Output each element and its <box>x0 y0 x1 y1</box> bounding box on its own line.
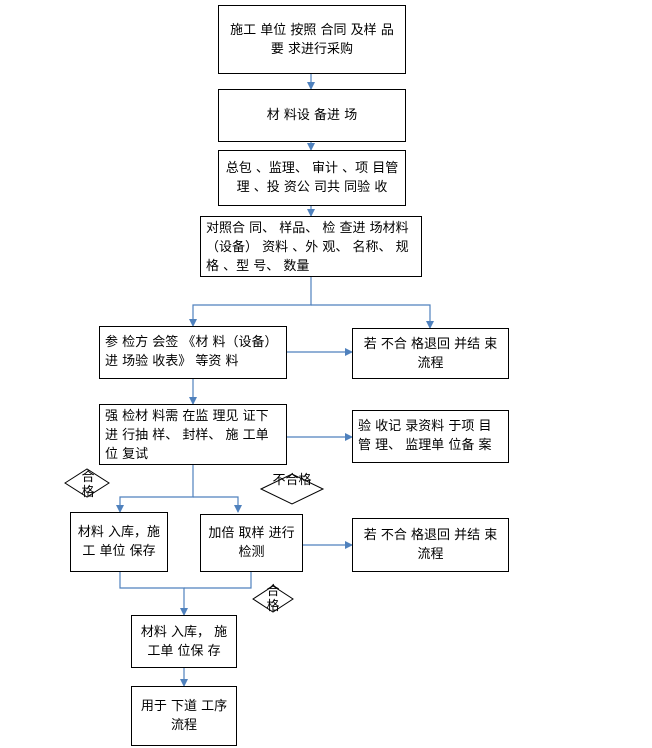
connector-b7-fail <box>193 496 242 513</box>
step-check-against-contract-box: 对照合 同、 样品、 检 查进 场材料（设备） 资料 、外 观、 名称、 规格 … <box>200 216 422 277</box>
step-purchase-box: 施工 单位 按照 合同 及样 品要 求进行采购 <box>218 5 406 74</box>
step-storage-box-2: 材料 入库， 施工单 位保 存 <box>131 615 237 668</box>
step-material-arrival-box: 材 料设 备进 场 <box>218 89 406 142</box>
decision-label-fail: 不合格 <box>272 473 312 488</box>
connector-b10-merge <box>184 572 252 589</box>
reject-end-box-2: 若 不合 格退回 并结 束流程 <box>352 518 509 572</box>
decision-diamond-fail <box>259 473 325 505</box>
decision-label-pass-1: 合格 <box>81 470 95 500</box>
connector-b9-merge <box>119 572 188 616</box>
decision-diamond-pass-1 <box>64 468 110 498</box>
step-next-process-box: 用于 下道 工序流程 <box>131 686 237 746</box>
connector-b4-split <box>189 277 312 327</box>
connector-b7-pass <box>116 465 194 513</box>
decision-diamond-pass-2 <box>252 585 294 613</box>
step-double-sampling-box: 加倍 取样 进行检测 <box>200 514 303 572</box>
step-sampling-retest-box: 强 检材 料需 在监 理见 证下进 行抽 样、 封样、 施 工单位 复试 <box>99 404 287 465</box>
step-joint-acceptance-box: 总包 、监理、 审计 、项 目管理 、投 资公 司共 同验 收 <box>218 150 406 206</box>
step-storage-box-1: 材料 入库，施工 单位 保存 <box>70 512 168 572</box>
step-record-filing-box: 验 收记 录资料 于项 目管 理、 监理单 位备 案 <box>352 410 509 463</box>
reject-end-box-1: 若 不合 格退回 并结 束流程 <box>352 328 509 379</box>
connector-split-b6 <box>311 304 434 329</box>
decision-label-pass-2: 合格 <box>266 584 280 614</box>
step-signoff-form-box: 参 检方 会签 《材 料（设备）进 场验 收表》 等资 料 <box>99 326 287 379</box>
